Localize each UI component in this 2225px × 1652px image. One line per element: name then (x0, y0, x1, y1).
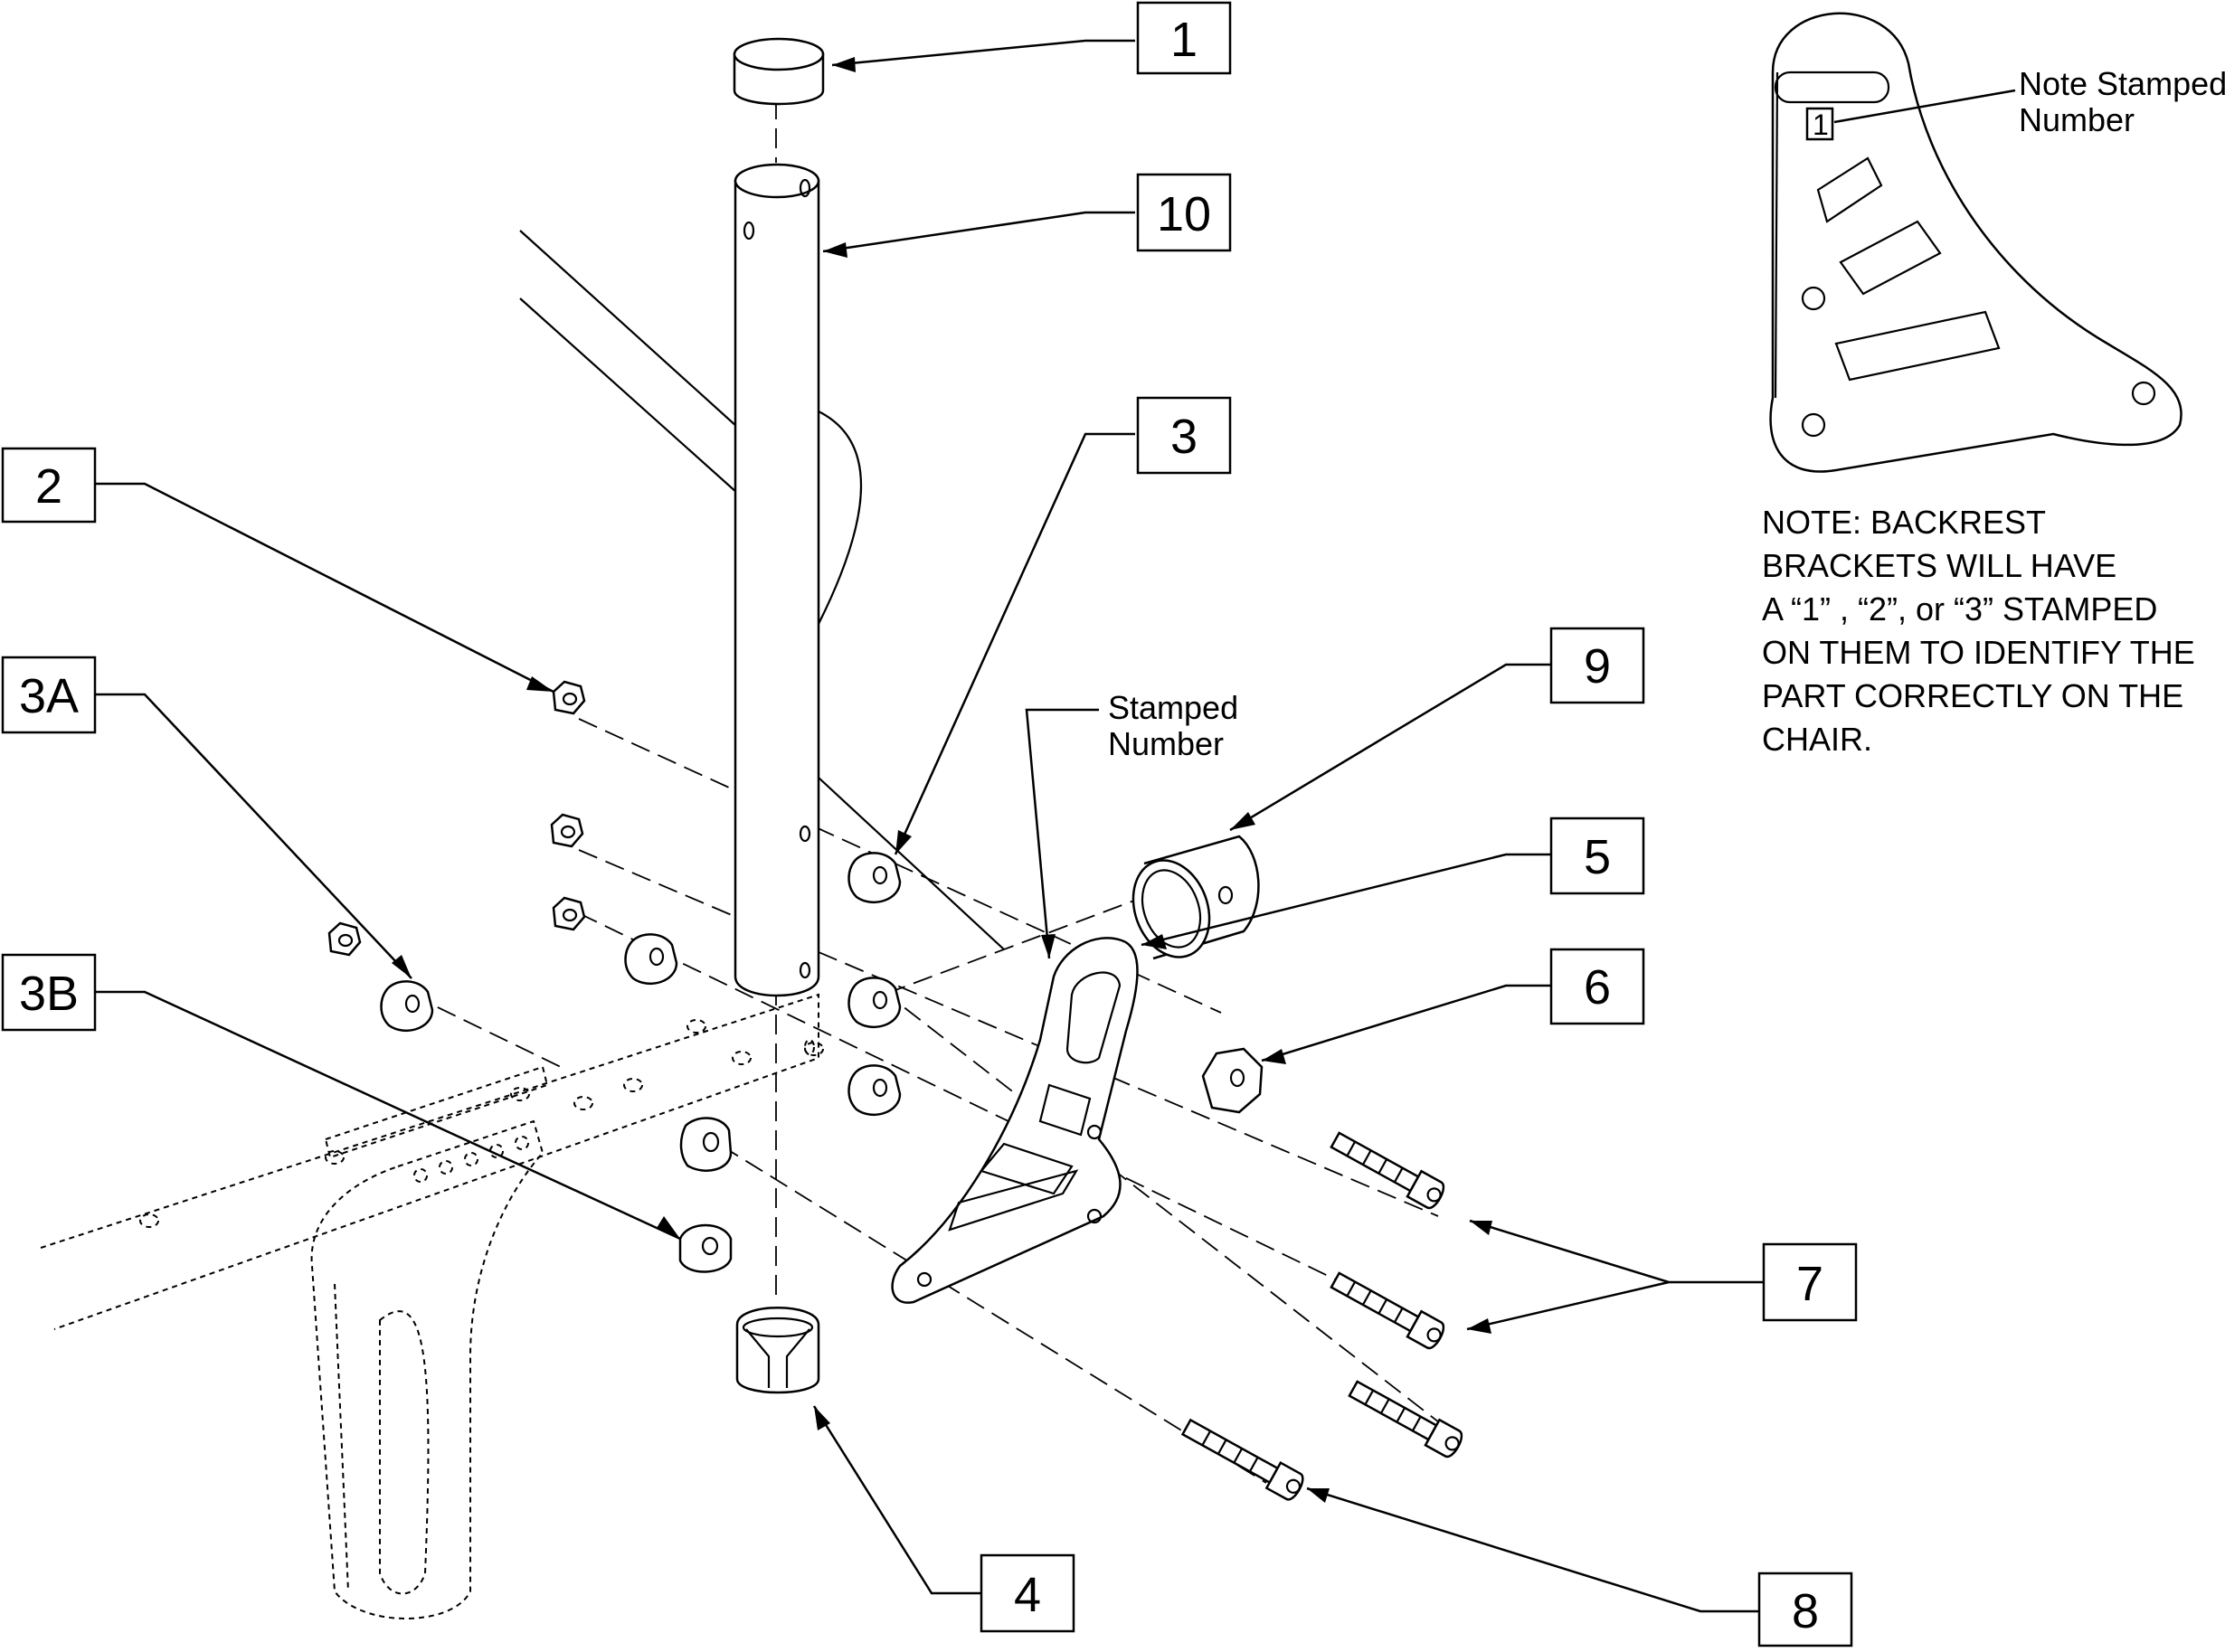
part-9-bushing (1131, 835, 1260, 960)
note-stamped-line1: Note Stamped (2019, 65, 2225, 102)
callout-9-label: 9 (1584, 639, 1611, 694)
part-2-hex-nuts (327, 680, 586, 957)
callout-5-label: 5 (1584, 830, 1611, 884)
callout-10: 10 (1136, 173, 1232, 252)
part-3b-spacer (678, 1223, 733, 1273)
note-line-1: NOTE: BACKREST (1762, 504, 2046, 541)
callout-8: 8 (1757, 1572, 1853, 1647)
part-10-backrest-tube (734, 163, 820, 1055)
callout-3a-label: 3A (19, 669, 79, 723)
callout-2-label: 2 (35, 459, 62, 514)
stamped-number-line1: Stamped (1108, 689, 1238, 726)
callout-3: 3 (1136, 396, 1232, 475)
part-7-screws (1330, 1131, 1463, 1458)
callout-10-label: 10 (1157, 187, 1211, 241)
callout-6-label: 6 (1584, 960, 1611, 1015)
inset-stamp-digit: 1 (1813, 109, 1829, 141)
callout-1-label: 1 (1170, 13, 1198, 67)
part-5-backrest-bracket (891, 937, 1139, 1304)
frame-outline (40, 230, 1005, 1619)
part-8-screw (1180, 1418, 1304, 1501)
callout-7-label: 7 (1796, 1257, 1823, 1311)
stamped-number-line2: Number (1108, 725, 1224, 762)
inset-stamp-box (1805, 107, 1834, 141)
callout-5: 5 (1549, 817, 1645, 895)
part-1-tube-cap (733, 37, 825, 106)
callout-1: 1 (1136, 1, 1232, 75)
part-4-tube-clip (735, 1307, 820, 1394)
callout-6: 6 (1549, 948, 1645, 1025)
note-line-4: ON THEM TO IDENTIFY THE (1762, 634, 2195, 671)
note-line-5: PART CORRECTLY ON THE (1762, 677, 2183, 714)
part-3a-spacer (380, 980, 434, 1033)
note-line-6: CHAIR. (1762, 721, 1872, 758)
note-stamped-line2: Number (2019, 101, 2135, 138)
callout-3-label: 3 (1170, 410, 1198, 464)
callout-3b-label: 3B (19, 967, 79, 1021)
note-stamped-number-annotation: Note Stamped Number (2019, 65, 2225, 138)
note-line-3: A “1” , “2”, or “3” STAMPED (1762, 590, 2157, 628)
callout-9: 9 (1549, 627, 1645, 704)
note-line-2: BRACKETS WILL HAVE (1762, 547, 2116, 584)
callout-2: 2 (1, 447, 97, 524)
stamped-number-annotation: Stamped Number (1108, 689, 1238, 762)
callout-7: 7 (1762, 1242, 1858, 1322)
part-6-washer (1201, 1047, 1264, 1114)
backrest-note: NOTE: BACKREST BRACKETS WILL HAVE A “1” … (1762, 504, 2195, 758)
callout-3a: 3A (1, 656, 97, 734)
callout-4: 4 (980, 1553, 1075, 1633)
part-3-spacers (380, 852, 902, 1273)
leader-lines (95, 39, 2016, 1613)
callout-8-label: 8 (1792, 1584, 1819, 1638)
callout-4-label: 4 (1014, 1568, 1041, 1622)
callout-3b: 3B (1, 953, 97, 1032)
inset-bracket-detail: 1 (1769, 12, 2182, 473)
